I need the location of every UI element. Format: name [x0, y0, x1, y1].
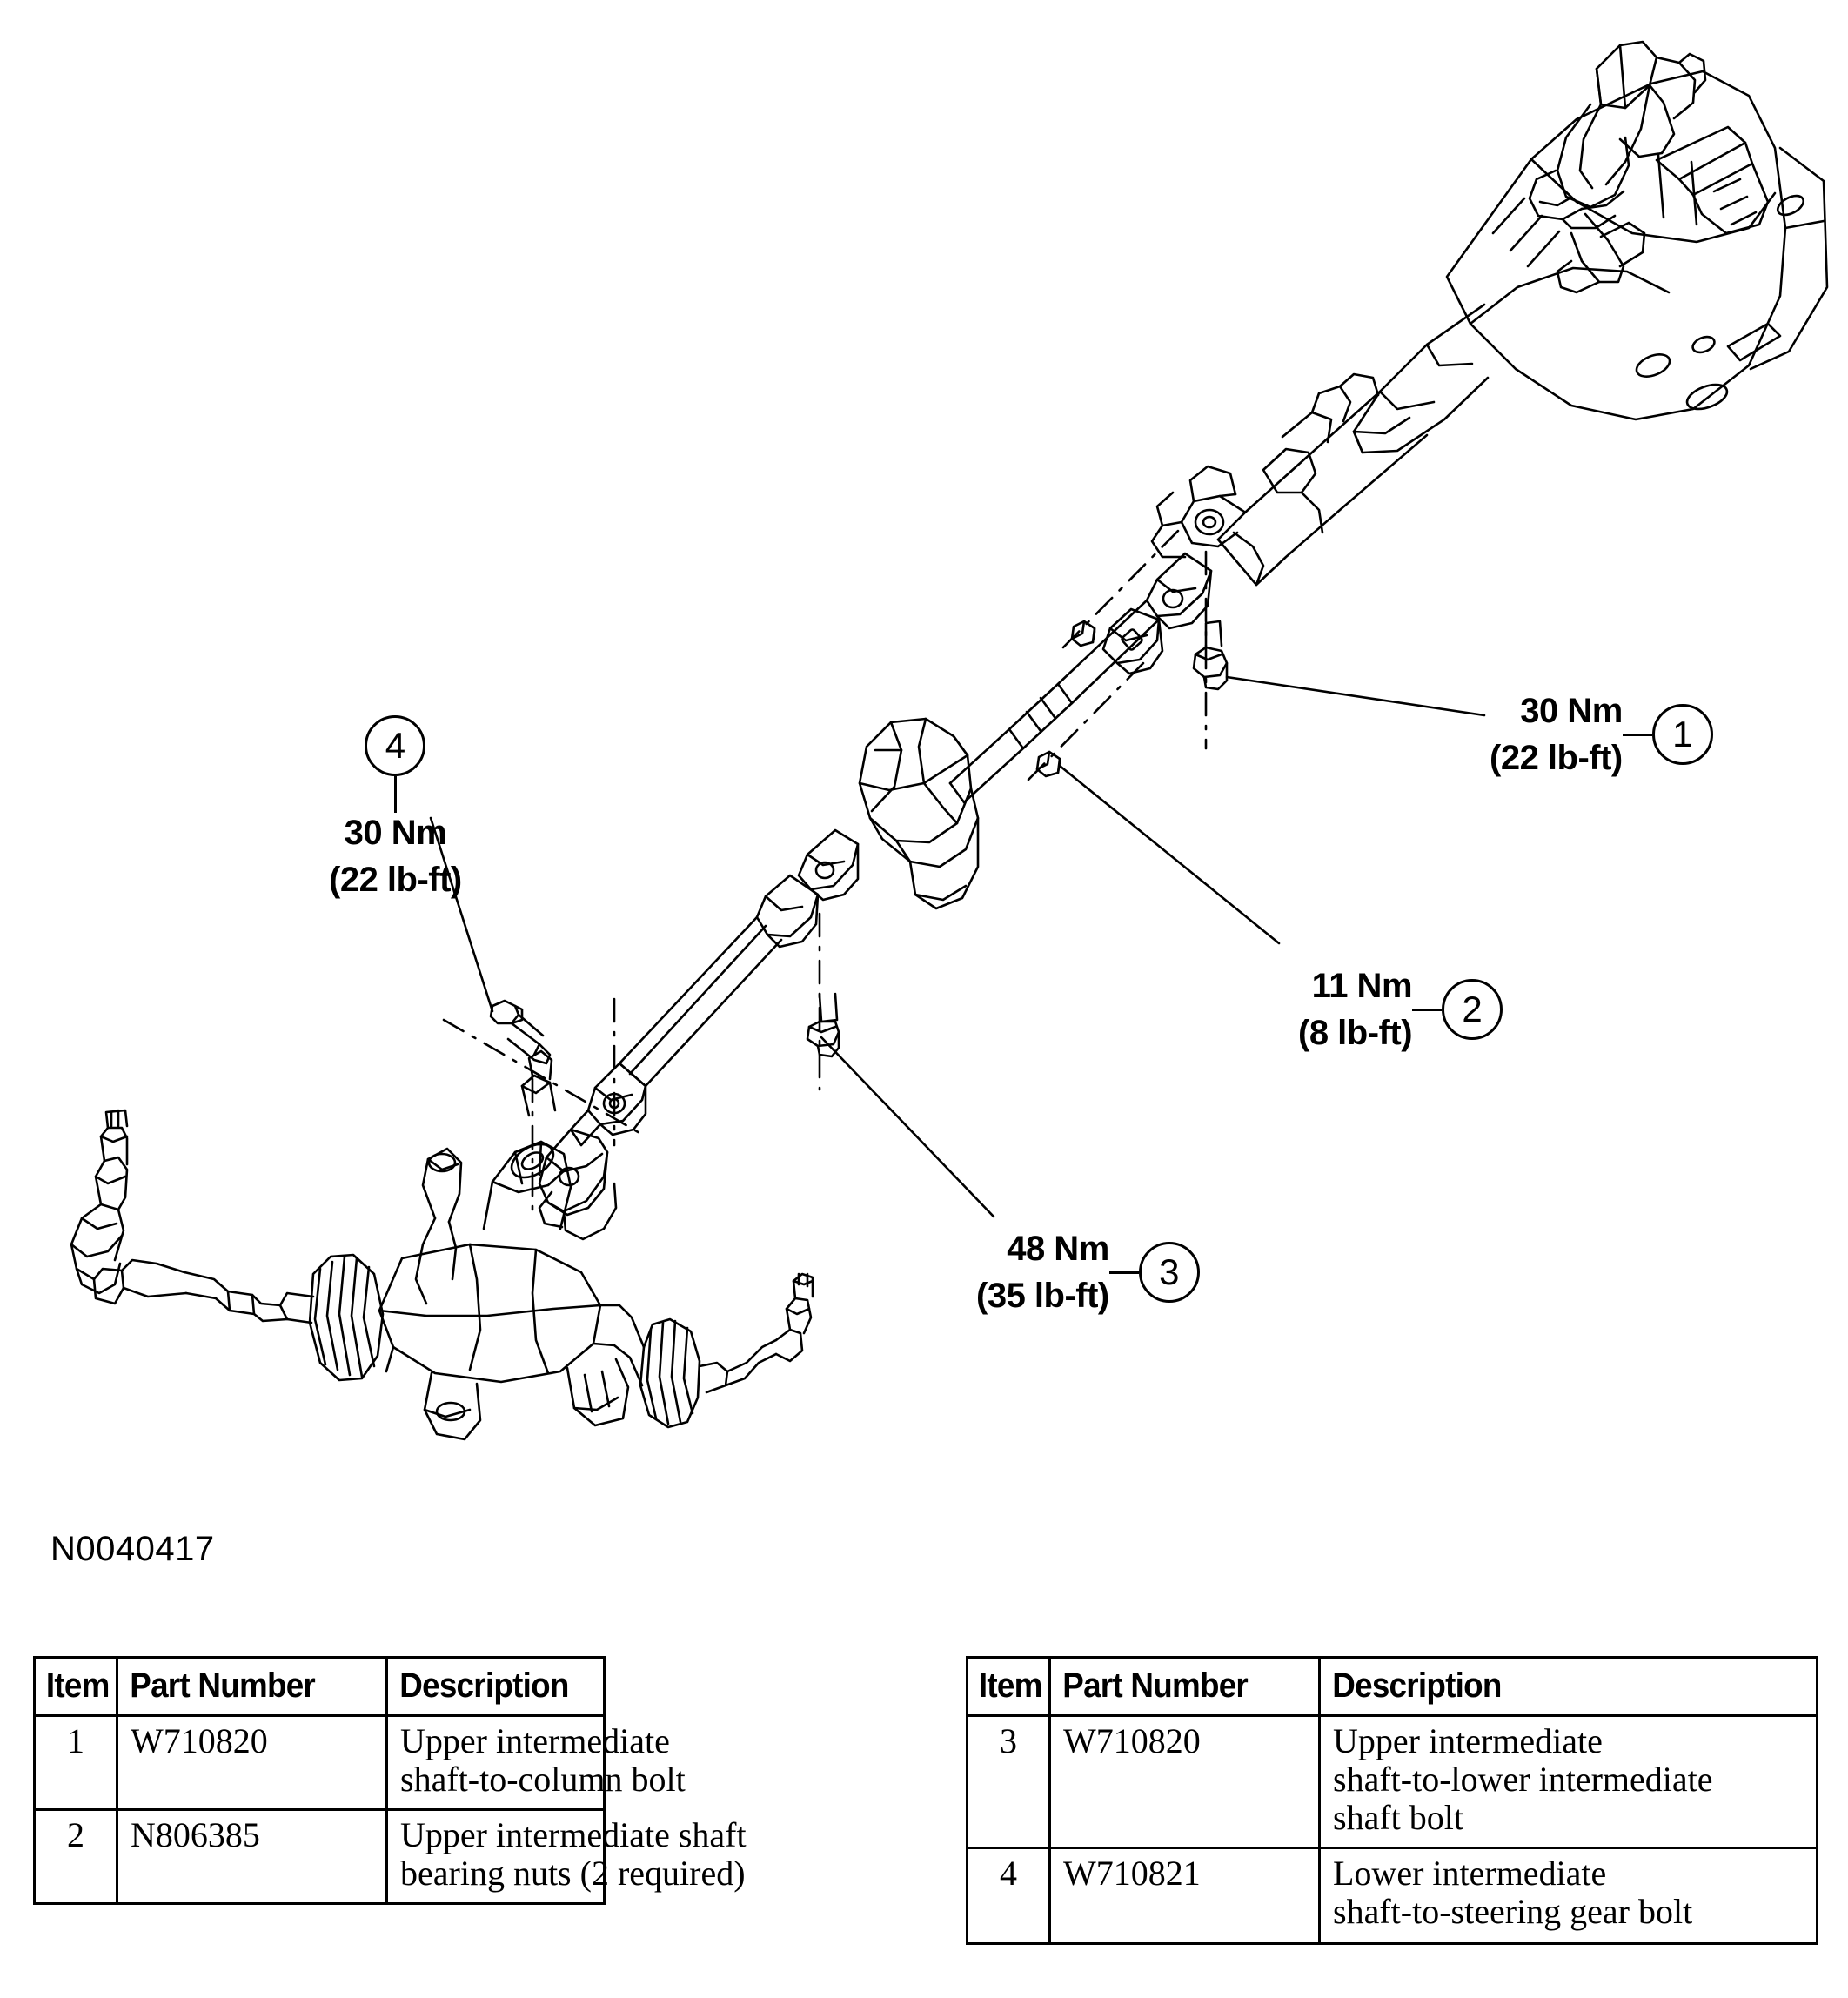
parts-table-right-body: 3 W710820 Upper intermediate shaft-to-lo…	[966, 1714, 1818, 1945]
table-row: 1 W710820 Upper intermediate shaft-to-co…	[33, 1714, 686, 1811]
callout-2: 11 Nm (8 lb-ft) 2	[1298, 962, 1503, 1056]
cell-part-number: W710821	[1048, 1847, 1321, 1945]
technical-illustration	[70, 40, 1829, 1441]
exploded-view-drawing	[70, 40, 1829, 1441]
cell-item: 4	[966, 1847, 1051, 1945]
bolt-item-1	[1192, 620, 1229, 691]
header-part-number: Part Number	[1048, 1656, 1300, 1717]
callout-1-bubble[interactable]: 1	[1651, 704, 1713, 765]
callout-3: 48 Nm (35 lb-ft) 3	[976, 1225, 1200, 1319]
description-line: shaft bolt	[1333, 1798, 1463, 1837]
header-part-number: Part Number	[116, 1656, 367, 1717]
description-line: bearing nuts (2 required)	[400, 1854, 746, 1893]
right-bellows-boot	[639, 1317, 701, 1429]
cell-part-number: N806385	[116, 1808, 388, 1905]
callout-4-torque: 30 Nm (22 lb-ft)	[329, 809, 462, 903]
description-line: shaft-to-lower intermediate	[1333, 1760, 1713, 1799]
bearing-nut-item-2-upper	[1035, 750, 1061, 778]
cell-item: 3	[966, 1714, 1051, 1849]
left-bellows-boot	[308, 1253, 385, 1382]
description-line: shaft-to-steering gear bolt	[1333, 1892, 1693, 1931]
description-line: Upper intermediate	[400, 1721, 670, 1760]
header-item: Item	[966, 1656, 1045, 1717]
callout-2-stem	[1412, 1008, 1443, 1011]
cell-part-number: W710820	[116, 1714, 388, 1811]
callout-4-stem	[393, 776, 397, 813]
callout-3-lbft: (35 lb-ft)	[976, 1277, 1109, 1315]
cell-description: Lower intermediate shaft-to-steering gea…	[1318, 1847, 1818, 1945]
callout-1-torque: 30 Nm (22 lb-ft)	[1490, 687, 1623, 781]
assembly-axis-lines	[442, 527, 1208, 1220]
parts-table-left: Item Part Number Description 1 W710820 U…	[33, 1656, 747, 1905]
cell-description: Upper intermediate shaft-to-lower interm…	[1318, 1714, 1818, 1849]
header-description: Description	[1318, 1656, 1779, 1717]
callout-1-nm: 30 Nm	[1520, 692, 1623, 730]
callout-1: 30 Nm (22 lb-ft) 1	[1490, 687, 1713, 781]
parts-table-left-head: Item Part Number Description	[33, 1656, 605, 1717]
table-header-row: Item Part Number Description	[33, 1656, 605, 1717]
cell-description: Upper intermediate shaft-to-column bolt	[385, 1714, 686, 1811]
steering-column-assembly	[1150, 40, 1829, 587]
leader-lines	[429, 675, 1486, 1218]
callout-4-lbft: (22 lb-ft)	[329, 861, 462, 899]
cell-description: Upper intermediate shaft bearing nuts (2…	[385, 1808, 747, 1905]
callout-4-bubble[interactable]: 4	[365, 715, 426, 776]
callout-3-stem	[1108, 1271, 1139, 1274]
callout-2-bubble[interactable]: 2	[1442, 979, 1503, 1040]
table-row: 3 W710820 Upper intermediate shaft-to-lo…	[966, 1714, 1818, 1849]
parts-table-left-body: 1 W710820 Upper intermediate shaft-to-co…	[33, 1714, 747, 1905]
callout-4: 4 30 Nm (22 lb-ft)	[329, 715, 462, 903]
callout-2-torque: 11 Nm (8 lb-ft)	[1298, 962, 1413, 1056]
callout-3-torque: 48 Nm (35 lb-ft)	[976, 1225, 1109, 1319]
callout-3-nm: 48 Nm	[1007, 1230, 1109, 1268]
description-line: shaft-to-column bolt	[400, 1760, 686, 1799]
lower-intermediate-shaft	[538, 828, 860, 1241]
table-row: 2 N806385 Upper intermediate shaft beari…	[33, 1808, 747, 1905]
cell-item: 1	[33, 1714, 118, 1811]
upper-intermediate-shaft	[948, 552, 1213, 804]
table-header-row: Item Part Number Description	[966, 1656, 1818, 1717]
cell-item: 2	[33, 1808, 118, 1905]
bolt-item-4	[489, 999, 552, 1065]
callout-1-stem	[1622, 733, 1652, 736]
callout-2-lbft: (8 lb-ft)	[1298, 1014, 1413, 1052]
description-line: Upper intermediate	[1333, 1721, 1603, 1760]
callout-3-bubble[interactable]: 3	[1138, 1242, 1200, 1303]
callout-1-lbft: (22 lb-ft)	[1490, 739, 1623, 777]
description-line: Lower intermediate	[1333, 1854, 1607, 1893]
steering-gear-rack	[70, 1049, 814, 1441]
header-description: Description	[385, 1656, 588, 1717]
bearing-nut-item-2-lower	[1070, 620, 1096, 647]
callout-4-nm: 30 Nm	[344, 814, 447, 852]
callout-2-nm: 11 Nm	[1311, 967, 1413, 1005]
upper-intermediate-shaft-bearing	[858, 717, 980, 910]
cell-part-number: W710820	[1048, 1714, 1321, 1849]
header-item: Item	[33, 1656, 112, 1717]
parts-table-right: Item Part Number Description 3 W710820 U…	[966, 1656, 1818, 1945]
table-row: 4 W710821 Lower intermediate shaft-to-st…	[966, 1847, 1818, 1945]
bolt-item-3	[806, 992, 840, 1058]
parts-table-right-head: Item Part Number Description	[966, 1656, 1818, 1717]
figure-id: N0040417	[50, 1530, 215, 1568]
description-line: Upper intermediate shaft	[400, 1815, 747, 1854]
